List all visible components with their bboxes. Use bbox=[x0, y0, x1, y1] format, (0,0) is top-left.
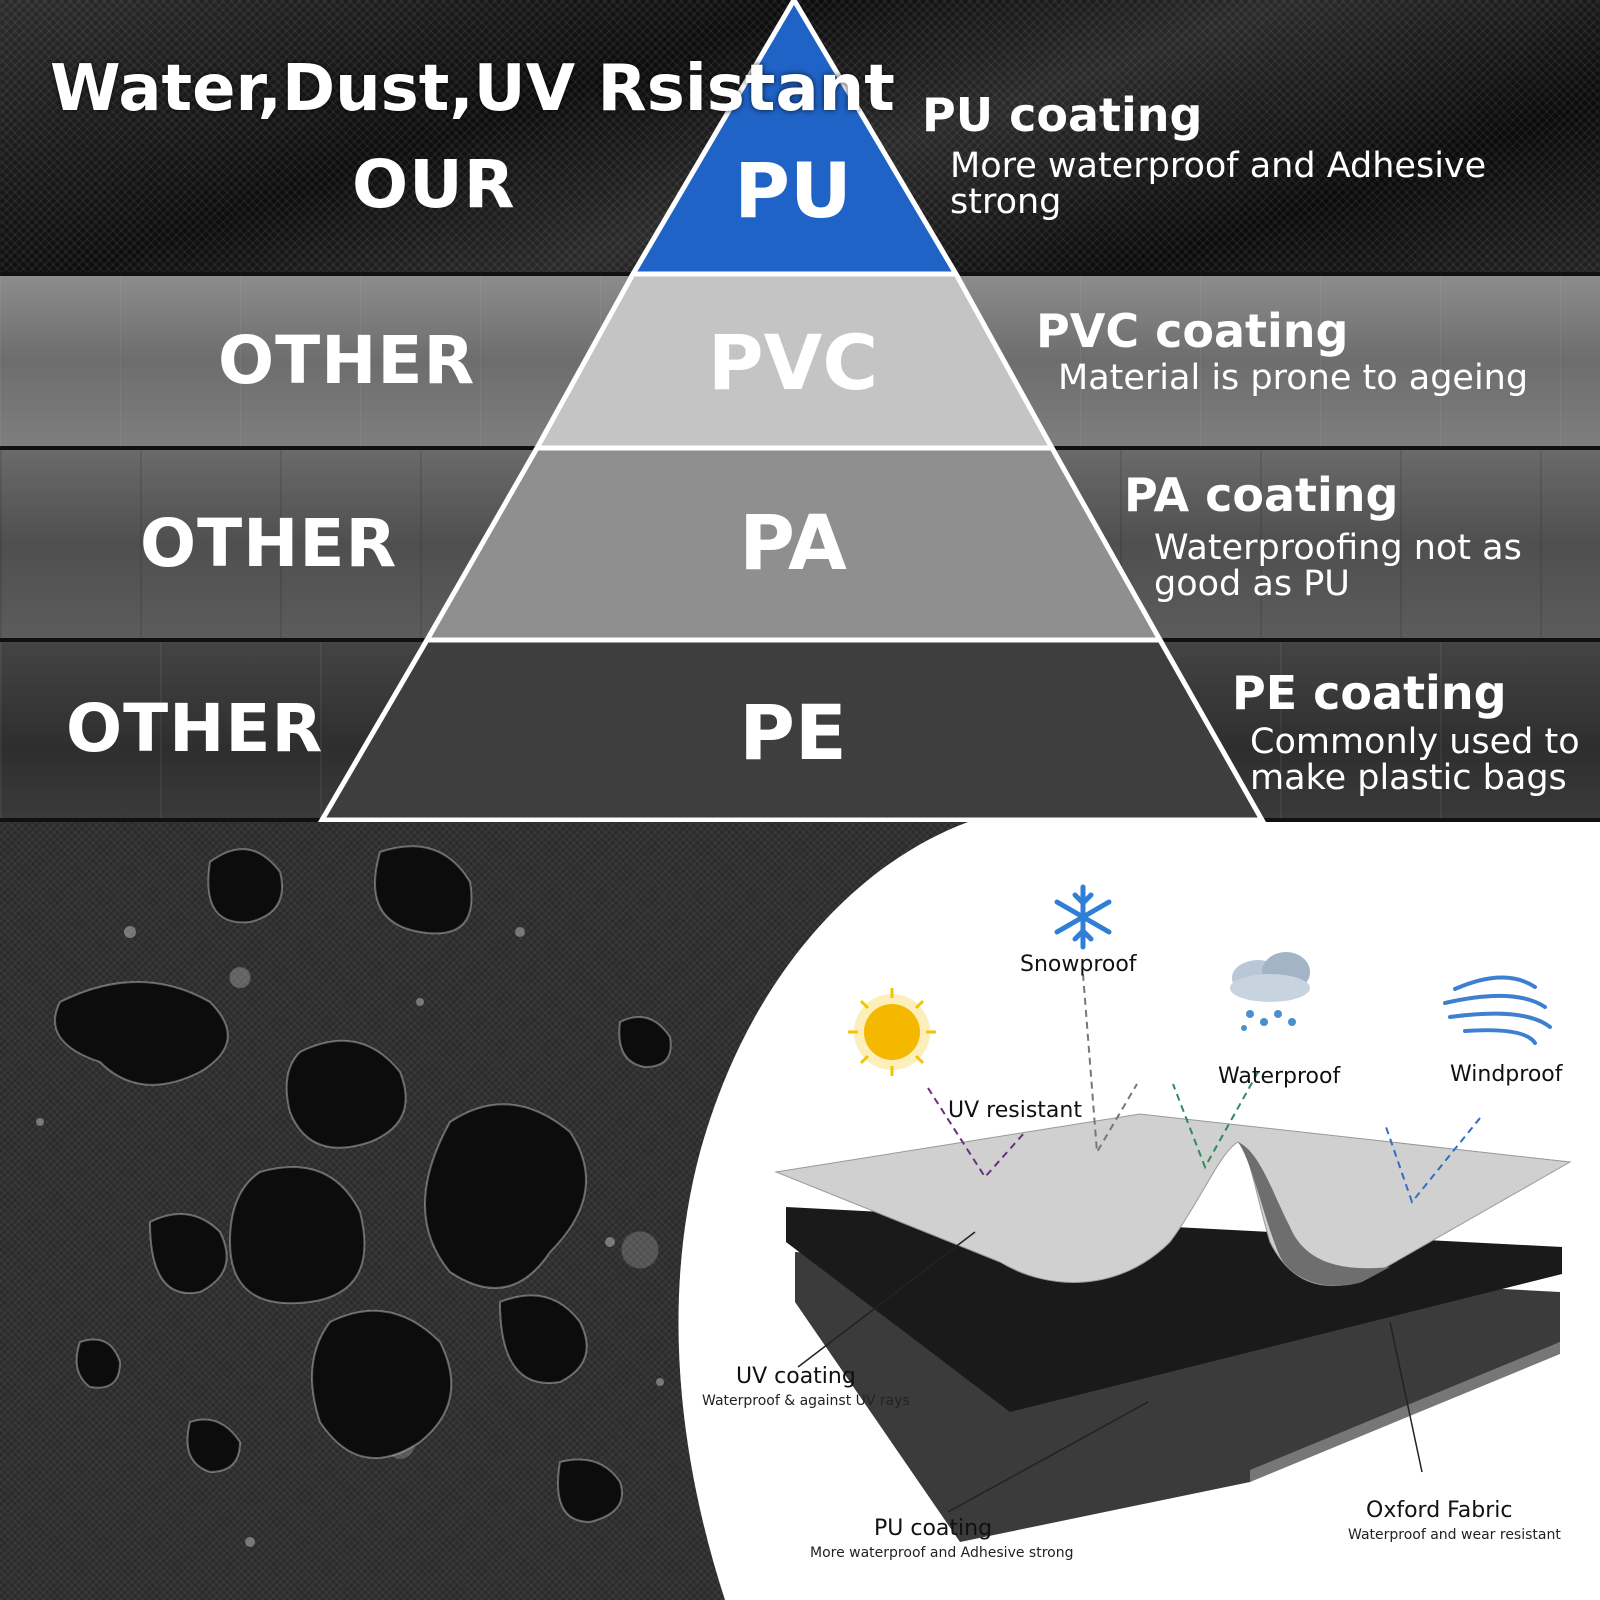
droplet-highlight bbox=[36, 1118, 44, 1126]
droplet bbox=[75, 1338, 122, 1389]
droplet bbox=[557, 1458, 623, 1524]
coating-title-pu: PU coating bbox=[922, 88, 1203, 142]
droplet-highlight bbox=[416, 998, 424, 1006]
wind-icon bbox=[1443, 975, 1552, 1045]
coating-pyramid bbox=[317, 0, 1267, 822]
droplet bbox=[311, 1309, 453, 1459]
pu-coating-leader bbox=[947, 1401, 1149, 1513]
snowflake-icon bbox=[1054, 884, 1112, 950]
droplet bbox=[228, 1166, 366, 1305]
droplet bbox=[618, 1016, 672, 1069]
droplet bbox=[148, 1213, 228, 1295]
droplet-highlight bbox=[605, 1237, 615, 1247]
tier-label-pvc: PVC bbox=[707, 318, 879, 407]
tier-label-pu: PU bbox=[734, 146, 852, 235]
droplet bbox=[54, 981, 229, 1086]
layer-oxford-fabric-edge bbox=[1250, 1342, 1560, 1482]
water-arrow bbox=[1172, 1071, 1259, 1170]
left-label-our: OUR bbox=[352, 146, 516, 223]
pu-coating-desc: More waterproof and Adhesive strong bbox=[810, 1545, 1074, 1561]
coating-title-pvc: PVC coating bbox=[1036, 304, 1349, 358]
droplet bbox=[424, 1103, 587, 1289]
droplet-highlight bbox=[245, 1537, 255, 1547]
left-label-other-pvc: OTHER bbox=[218, 322, 476, 399]
oxford-fabric-desc: Waterproof and wear resistant bbox=[1348, 1527, 1561, 1543]
rain-cloud-icon bbox=[1230, 952, 1310, 1031]
coating-title-pe: PE coating bbox=[1232, 666, 1507, 720]
left-label-other-pa: OTHER bbox=[140, 505, 398, 582]
water-droplets bbox=[36, 845, 672, 1547]
waterproof-label: Waterproof bbox=[1218, 1064, 1341, 1089]
layer-uv-coating-curl bbox=[1238, 1142, 1390, 1286]
fabric-layers-diagram bbox=[774, 884, 1572, 1542]
uv-coating-label: UV coating bbox=[736, 1364, 856, 1389]
pu-coating-label: PU coating bbox=[874, 1516, 993, 1541]
uv-coating-desc: Waterproof & against UV rays bbox=[702, 1393, 910, 1409]
droplet bbox=[285, 1039, 407, 1149]
droplet-highlight bbox=[656, 1378, 664, 1386]
droplet-highlight bbox=[124, 926, 136, 938]
droplet bbox=[186, 1418, 242, 1474]
windproof-label: Windproof bbox=[1450, 1062, 1563, 1087]
oxford-leader bbox=[1389, 1321, 1423, 1473]
droplet bbox=[207, 848, 283, 924]
coating-desc-pu: More waterproof and Adhesive strong bbox=[950, 146, 1487, 222]
oxford-fabric-label: Oxford Fabric bbox=[1366, 1498, 1513, 1523]
coating-desc-pa: Waterproofing not as good as PU bbox=[1154, 528, 1522, 604]
droplet bbox=[498, 1294, 588, 1384]
wind-arrow bbox=[1384, 1117, 1481, 1205]
snow-arrow bbox=[1082, 973, 1138, 1156]
coating-desc-pe: Commonly used to make plastic bags bbox=[1250, 722, 1580, 798]
droplet-highlight bbox=[515, 927, 525, 937]
uv-arrow bbox=[927, 1087, 1026, 1179]
droplet bbox=[374, 845, 473, 935]
tier-label-pe: PE bbox=[739, 688, 847, 777]
tier-label-pa: PA bbox=[739, 498, 847, 587]
sun-icon bbox=[848, 988, 936, 1076]
pyramid-tier-pe bbox=[317, 637, 1267, 822]
uv-coating-leader bbox=[797, 1231, 976, 1368]
uv-resistant-label: UV resistant bbox=[948, 1098, 1082, 1123]
coating-title-pa: PA coating bbox=[1124, 468, 1399, 522]
layer-uv-coating bbox=[774, 1113, 1572, 1287]
snowproof-label: Snowproof bbox=[1020, 952, 1137, 977]
coating-desc-pvc: Material is prone to ageing bbox=[1058, 358, 1529, 398]
headline: Water,Dust,UV Rsistant bbox=[50, 52, 895, 126]
left-label-other-pe: OTHER bbox=[66, 690, 324, 767]
